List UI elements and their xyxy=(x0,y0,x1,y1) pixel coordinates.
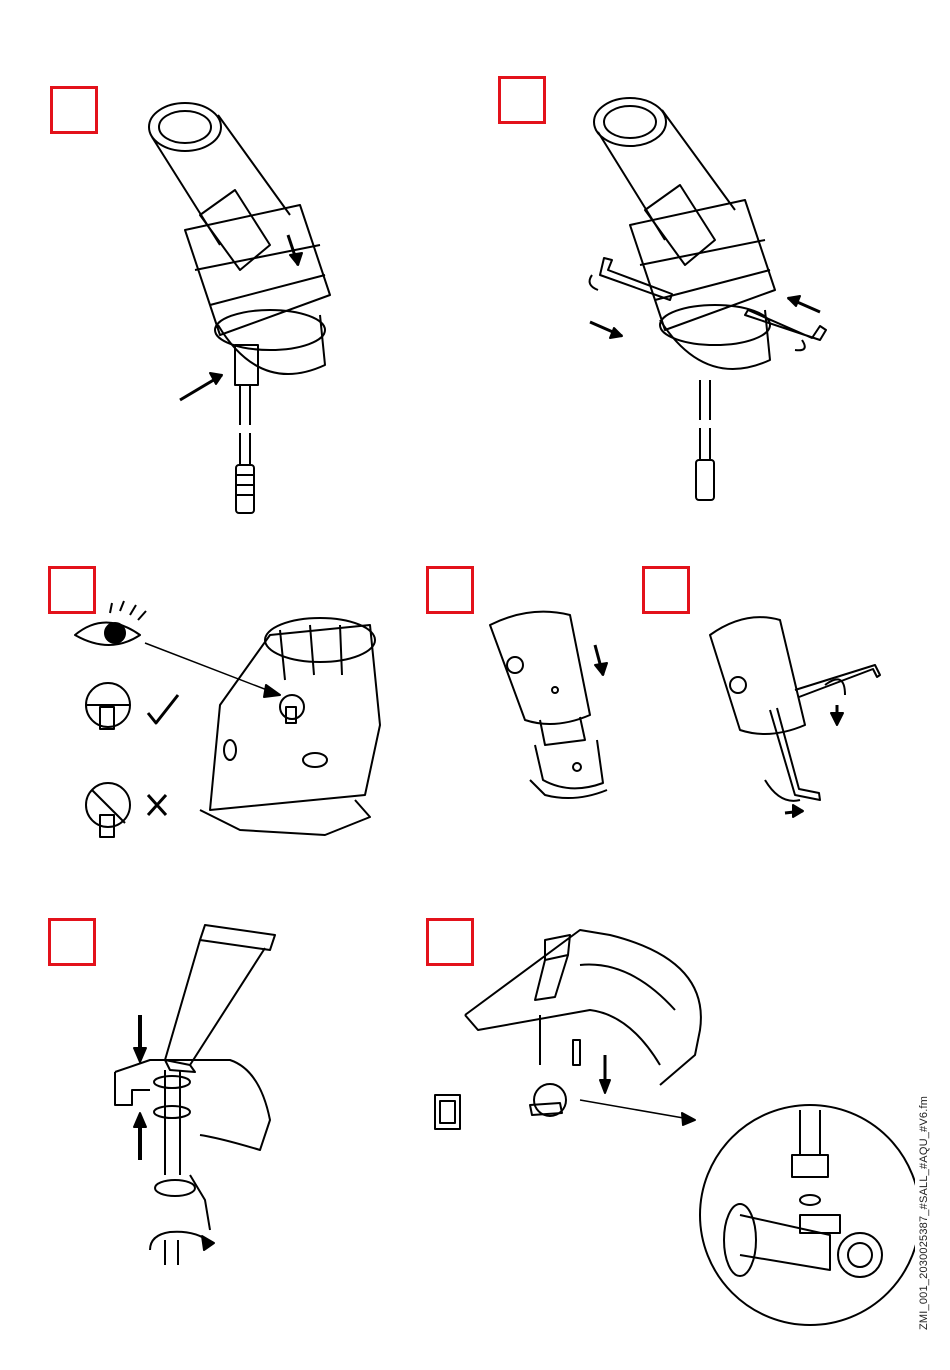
slide-cover-illustration xyxy=(485,605,625,805)
step-box-2 xyxy=(498,76,546,124)
cable-connect-illustration xyxy=(140,95,340,520)
connect-supply-illustration xyxy=(430,915,915,1335)
inspect-alignment-illustration xyxy=(70,595,390,855)
step-box-4 xyxy=(426,566,474,614)
step-box-5 xyxy=(642,566,690,614)
side-file-code: ZMI_001_2030025387_#SALL_#AQU_#V6.fm xyxy=(918,1096,930,1330)
allen-key-fasten-illustration xyxy=(580,90,840,510)
tighten-screw-illustration xyxy=(705,605,890,820)
mount-on-basin-illustration xyxy=(110,920,290,1280)
step-box-6 xyxy=(48,918,96,966)
step-box-1 xyxy=(50,86,98,134)
